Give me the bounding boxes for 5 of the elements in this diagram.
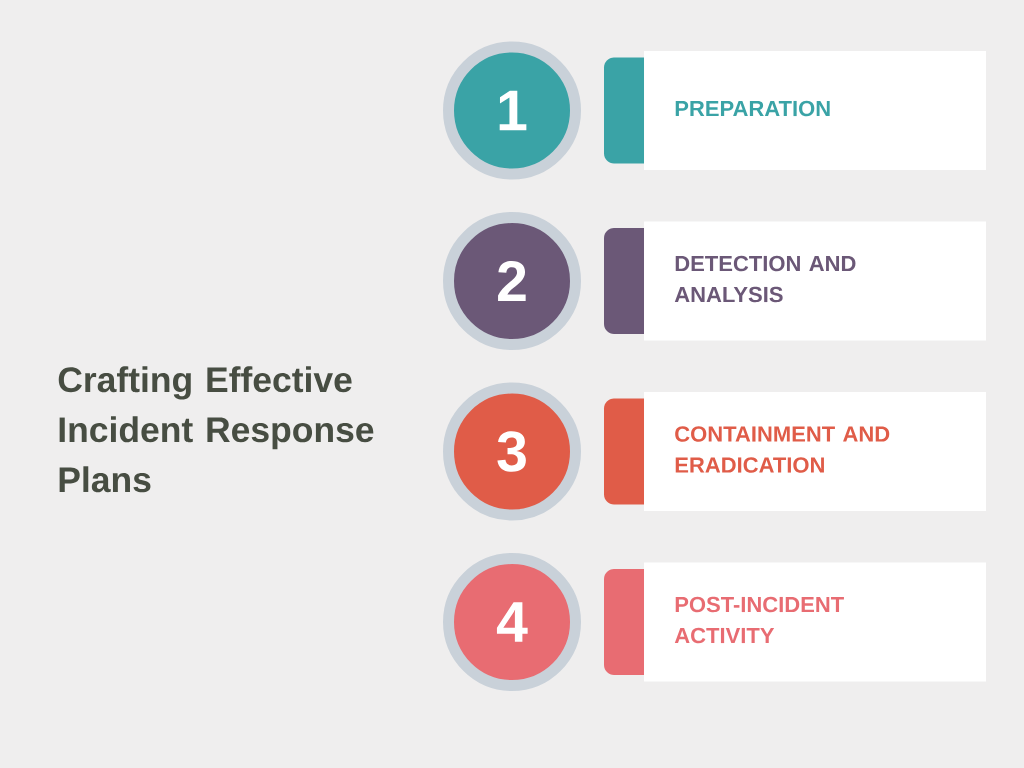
title: Crafting Effective Incident Response Plans — [58, 366, 374, 493]
step-card: PREPARATION — [604, 51, 986, 170]
step-card: DETECTION AND ANALYSIS — [604, 221, 986, 341]
step-card: CONTAINMENT AND ERADICATION — [604, 392, 986, 511]
step-card: POST-INCIDENT ACTIVITY — [604, 562, 986, 682]
